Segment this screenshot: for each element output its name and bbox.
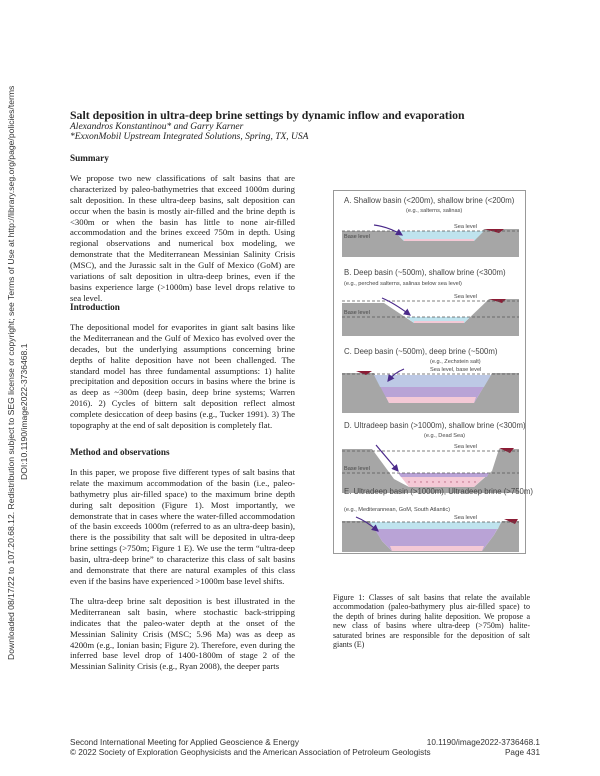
panel-d-inflow-arrow [375,444,399,472]
panel-b-sea-label: Sea level [454,294,477,300]
panel-b: B. Deep basin (~500m), shallow brine (<3… [342,268,519,336]
panel-a-base-label: Base level [344,234,370,240]
panel-a-example: (e.g., salterns, salinas) [406,208,462,214]
panel-e-salt [390,546,484,551]
summary-heading: Summary [70,153,109,163]
panel-b-example: (e.g., perched salterns, salinas below s… [344,281,462,287]
footer-copyright: © 2022 Society of Exploration Geophysici… [70,748,431,757]
panel-a-water [394,231,484,241]
download-notice: Downloaded 08/17/22 to 107.20.68.12. Red… [2,60,36,660]
methods-paragraph-2: The ultra-deep brine salt deposition is … [70,595,295,672]
summary-section: Summary We propose two new classificatio… [70,153,295,304]
panel-d: D. Ultradeep basin (>1000m), shallow bri… [342,421,526,493]
panel-e-rock [342,521,519,552]
authors: Alexandros Konstantinou* and Garry Karne… [70,122,244,132]
footer-page-number: Page 431 [504,748,540,757]
summary-text: We propose two new classifications of sa… [70,172,295,303]
doi-notice: DOI:10.1190/image2022-3736468.1 [19,343,29,481]
panel-d-title: D. Ultradeep basin (>1000m), shallow bri… [344,421,526,430]
introduction-heading: Introduction [70,302,120,312]
paper-title: Salt deposition in ultra-deep brine sett… [70,108,465,122]
methods-paragraph-1: In this paper, we propose five different… [70,466,295,586]
panel-c-rock [342,373,519,413]
panel-b-salt [414,321,464,323]
panel-e-title: E. Ultradeep basin (>1000m), Ultradeep b… [344,487,533,496]
download-notice-line: Downloaded 08/17/22 to 107.20.68.12. Red… [6,85,16,660]
panel-a-inflow-arrow [373,224,404,236]
panel-b-base-label: Base level [344,310,370,316]
footer-doi: 10.1190/image2022-3736468.1 [426,738,540,747]
panel-c-sea-label: Sea level, base level [430,367,481,373]
panel-e-inflow-arrow [355,516,379,532]
panel-e-brine [370,522,501,551]
panel-d-sea-label: Sea level [454,444,477,450]
panel-c-salt [386,397,476,403]
methods-section: Method and observations In this paper, w… [70,447,295,672]
panel-a: A. Shallow basin (<200m), shallow brine … [342,196,519,257]
panel-e-example: (e.g., Mediterannean, GoM, South Atlanti… [344,507,450,513]
panel-e-sea-label: Sea level [454,515,477,521]
panel-a-sea-label: Sea level [454,224,477,230]
introduction-text: The depositional model for evaporites in… [70,321,295,431]
introduction-section: Introduction The depositional model for … [70,302,295,431]
panel-b-inflow-arrow [381,297,411,316]
panel-d-rock [342,449,519,493]
footer-meeting: Second International Meeting for Applied… [70,738,299,747]
panel-c-title: C. Deep basin (~500m), deep brine (~500m… [344,347,498,356]
panel-c-water [374,375,491,387]
methods-heading: Method and observations [70,447,170,457]
panel-a-rock [342,229,519,257]
panel-a-title: A. Shallow basin (<200m), shallow brine … [344,196,515,205]
panel-d-example: (e.g., Dead Sea) [424,433,465,439]
figure-1: A. Shallow basin (<200m), shallow brine … [333,190,533,554]
figure-caption: Figure 1: Classes of salt basins that re… [333,593,530,650]
panel-e-water [370,522,501,529]
panel-a-salt [404,239,474,241]
panel-d-sabkha [499,448,514,453]
affiliation: *ExxonMobil Upstream Integrated Solution… [70,132,309,142]
panel-d-base-label: Base level [344,466,370,472]
panel-c-inflow-arrow [387,368,405,382]
panel-e-sabkha [504,519,518,524]
panel-d-brine [398,473,489,477]
panel-c-example: (e.g., Zechstein salt) [430,359,481,365]
panel-c: C. Deep basin (~500m), deep brine (~500m… [342,347,519,413]
panel-c-sabkha [356,371,372,375]
panel-e: E. Ultradeep basin (>1000m), Ultradeep b… [342,487,533,552]
panel-b-title: B. Deep basin (~500m), shallow brine (<3… [344,268,506,277]
page-footer: Second International Meeting for Applied… [70,738,540,758]
panel-b-rock [342,299,519,336]
